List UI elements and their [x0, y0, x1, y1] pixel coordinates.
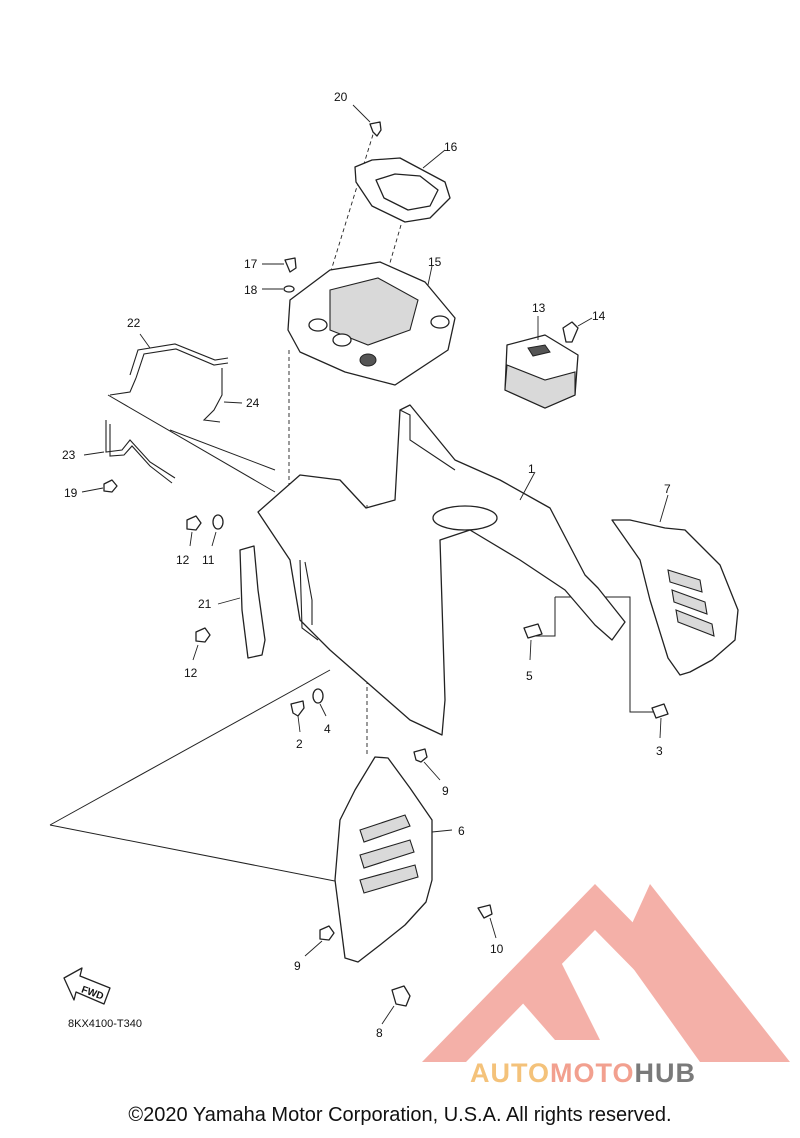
- fastener-12-nut-upper: [186, 515, 202, 547]
- callout-label: 23: [62, 448, 76, 462]
- part-21-side-rail: [217, 545, 266, 659]
- watermark-part-moto: MOTO: [550, 1058, 635, 1088]
- callout-label: 14: [592, 309, 606, 323]
- callout-label: 17: [244, 257, 258, 271]
- fastener-8-bolt: [381, 985, 411, 1025]
- callout-label: 5: [526, 669, 533, 683]
- part-15-meter-cover: [287, 261, 456, 386]
- callout-label: 19: [64, 486, 78, 500]
- fastener-11-washer: [211, 514, 224, 547]
- part-22-bracket: [109, 333, 229, 396]
- fastener-18-washer: [262, 285, 295, 293]
- part-14-clip: [562, 317, 593, 343]
- part-7-side-panel: [611, 494, 739, 676]
- callout-label: 11: [202, 553, 215, 567]
- callout-label: 12: [176, 553, 190, 567]
- part-13-module: [504, 316, 579, 409]
- callout-label: 4: [324, 722, 331, 736]
- callout-label: 15: [428, 255, 442, 269]
- fastener-12-nut-lower: [192, 627, 211, 661]
- callout-label: 13: [532, 301, 546, 315]
- fastener-17-screw: [262, 257, 297, 273]
- diagram-code: 8KX4100-T340: [68, 1018, 142, 1030]
- fastener-4-washer: [312, 688, 327, 717]
- callout-label: 9: [294, 959, 301, 973]
- callout-label: 1: [528, 462, 535, 476]
- callout-label: 2: [296, 737, 303, 751]
- fastener-9-nut-lower: [304, 925, 335, 957]
- part-24-bracket: [202, 368, 243, 423]
- watermark-part-auto: AUTO: [470, 1058, 551, 1088]
- fastener-5-clip: [523, 623, 543, 661]
- part-23-bracket: [83, 420, 176, 484]
- fastener-10-screw: [477, 904, 497, 939]
- callout-label: 7: [664, 482, 671, 496]
- callout-label: 6: [458, 824, 465, 838]
- callout-label: 8: [376, 1026, 383, 1040]
- part-1-front-panel: [257, 404, 626, 736]
- watermark-part-hub: HUB: [634, 1058, 697, 1088]
- callout-label: 21: [198, 597, 212, 611]
- fastener-19-nut: [81, 479, 118, 493]
- callout-label: 20: [334, 90, 348, 104]
- callout-label: 18: [244, 283, 258, 297]
- callout-label: 12: [184, 666, 198, 680]
- fastener-3-bolt: [651, 703, 669, 739]
- watermark-logo: [422, 884, 790, 1062]
- fwd-direction-arrow: FWD: [63, 967, 111, 1005]
- fastener-2-screw: [290, 700, 305, 733]
- part-6-side-panel: [334, 756, 453, 963]
- callout-label: 22: [127, 316, 141, 330]
- callout-label: 3: [656, 744, 663, 758]
- callout-labels: 20 16 17 15 18 13 14 22 24 23 19 1 7 12 …: [62, 90, 671, 1040]
- callout-label: 16: [444, 140, 458, 154]
- watermark-text: AUTOMOTOHUB: [470, 1058, 696, 1089]
- fastener-9-screw-upper: [413, 748, 441, 781]
- callout-label: 24: [246, 396, 260, 410]
- callout-label: 10: [490, 942, 504, 956]
- callout-label: 9: [442, 784, 449, 798]
- fastener-20-screw: [352, 104, 382, 137]
- part-16-panel: [354, 149, 451, 223]
- copyright-notice: ©2020 Yamaha Motor Corporation, U.S.A. A…: [128, 1104, 672, 1126]
